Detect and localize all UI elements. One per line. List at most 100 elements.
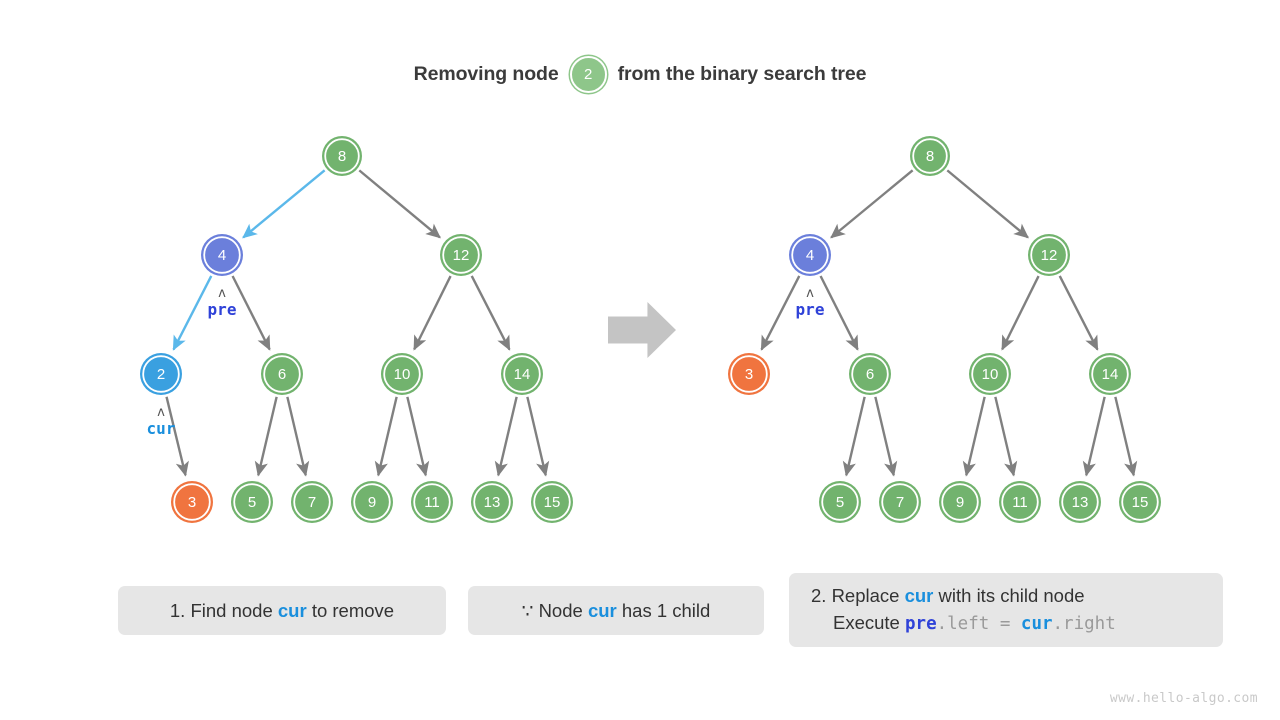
tree-edge-R10-R9 — [962, 396, 986, 477]
tree-edge-L2-L3 — [165, 396, 189, 477]
tree-edge-L6-L5 — [254, 396, 278, 477]
tree-node-label: 6 — [278, 366, 286, 383]
caption-three-suffix: with its child node — [933, 585, 1085, 607]
caption-one-suffix: to remove — [306, 599, 395, 621]
tree-edge-R10-R11 — [994, 396, 1018, 477]
tree-node-5: 5 — [231, 481, 273, 523]
tree-node-7: 7 — [291, 481, 333, 523]
watermark: www.hello-algo.com — [1109, 691, 1258, 706]
tree-node-3: 3 — [728, 353, 770, 395]
tree-node-11: 11 — [999, 481, 1041, 523]
tree-node-3: 3 — [171, 481, 213, 523]
tree-node-label: 6 — [866, 366, 874, 383]
tree-node-5: 5 — [819, 481, 861, 523]
tree-edge-L14-L13 — [494, 396, 518, 477]
caption-three-keyword-cur2: cur — [1020, 614, 1053, 635]
caret-up-icon: ʌ — [806, 286, 814, 301]
tree-edge-R4-R3 — [760, 275, 801, 351]
tree-node-12: 12 — [1028, 234, 1070, 276]
title-node-value: 2 — [583, 65, 593, 83]
caret-up-icon: ʌ — [157, 405, 165, 420]
tree-node-15: 15 — [531, 481, 573, 523]
tree-node-13: 13 — [1059, 481, 1101, 523]
caption-one-line: 1. Find node cur to remove — [170, 600, 394, 622]
tree-node-9: 9 — [351, 481, 393, 523]
tree-node-label: 10 — [982, 366, 999, 383]
pointer-label-text: cur — [147, 419, 176, 438]
title-node-badge: 2 — [569, 55, 607, 93]
tree-edge-R4-R6 — [819, 275, 859, 351]
tree-node-label: 7 — [896, 494, 904, 511]
right-arrow-icon — [608, 302, 676, 358]
tree-node-label: 14 — [514, 366, 531, 383]
tree-edge-L12-L10 — [413, 275, 452, 351]
tree-edge-R6-R7 — [874, 396, 898, 477]
tree-node-11: 11 — [411, 481, 453, 523]
caption-box-one-child: ∵ Node cur has 1 child — [468, 586, 764, 635]
tree-node-15: 15 — [1119, 481, 1161, 523]
tree-node-4: 4 — [201, 234, 243, 276]
tree-edge-R8-R12 — [946, 169, 1029, 239]
tree-edge-L12-L14 — [470, 275, 511, 351]
tree-edge-L10-L9 — [374, 396, 398, 477]
tree-node-label: 15 — [1132, 494, 1149, 511]
tree-node-label: 13 — [484, 494, 501, 511]
title-text-after: from the binary search tree — [617, 62, 867, 85]
tree-edge-L8-L4 — [242, 169, 326, 239]
page-title: Removing node 2 from the binary search t… — [0, 52, 1280, 96]
pointer-label-text: pre — [208, 300, 237, 319]
tree-node-13: 13 — [471, 481, 513, 523]
tree-node-14: 14 — [1089, 353, 1131, 395]
tree-edge-L6-L7 — [286, 396, 310, 477]
tree-node-8: 8 — [322, 136, 362, 176]
tree-edge-L10-L11 — [406, 396, 430, 477]
caption-box-find-cur: 1. Find node cur to remove — [118, 586, 446, 635]
tree-node-14: 14 — [501, 353, 543, 395]
tree-node-label: 9 — [368, 494, 376, 511]
caption-three-code-end: .right — [1052, 614, 1116, 635]
tree-edge-L4-L6 — [231, 275, 271, 351]
tree-edge-R6-R5 — [842, 396, 866, 477]
tree-node-label: 2 — [157, 366, 165, 383]
tree-edge-R12-R10 — [1001, 275, 1040, 351]
tree-edge-L14-L15 — [526, 396, 550, 477]
caption-one-prefix: 1. Find node — [169, 599, 278, 621]
tree-node-12: 12 — [440, 234, 482, 276]
tree-node-6: 6 — [261, 353, 303, 395]
tree-node-9: 9 — [939, 481, 981, 523]
caption-three-prefix: 2. Replace — [811, 585, 905, 607]
tree-edges-layer — [165, 169, 1138, 477]
tree-node-6: 6 — [849, 353, 891, 395]
pointer-label-text: pre — [796, 300, 825, 319]
tree-node-label: 15 — [544, 494, 561, 511]
tree-node-10: 10 — [381, 353, 423, 395]
caption-three-execute-label: Execute — [833, 612, 905, 634]
caption-three-keyword-pre: pre — [905, 614, 937, 635]
tree-node-10: 10 — [969, 353, 1011, 395]
tree-node-2: 2 — [140, 353, 182, 395]
caption-three-keyword-cur: cur — [904, 585, 934, 607]
caption-three-line-one: 2. Replace cur with its child node — [811, 582, 1085, 609]
tree-node-7: 7 — [879, 481, 921, 523]
tree-node-label: 14 — [1102, 366, 1119, 383]
caption-three-line-two: Execute pre.left = cur.right — [811, 609, 1116, 638]
tree-edge-L8-L12 — [358, 169, 441, 239]
tree-edge-R8-R4 — [830, 169, 914, 239]
tree-node-label: 5 — [248, 494, 256, 511]
caption-two-suffix: has 1 child — [616, 599, 711, 621]
caption-two-line: ∵ Node cur has 1 child — [522, 600, 711, 622]
tree-node-label: 7 — [308, 494, 316, 511]
tree-node-label: 11 — [1012, 494, 1028, 511]
tree-node-label: 10 — [394, 366, 411, 383]
tree-edge-L4-L2 — [172, 275, 213, 351]
tree-node-label: 12 — [453, 247, 470, 264]
tree-node-label: 13 — [1072, 494, 1089, 511]
tree-node-label: 8 — [926, 148, 934, 165]
tree-node-label: 12 — [1041, 247, 1058, 264]
tree-node-label: 9 — [956, 494, 964, 511]
